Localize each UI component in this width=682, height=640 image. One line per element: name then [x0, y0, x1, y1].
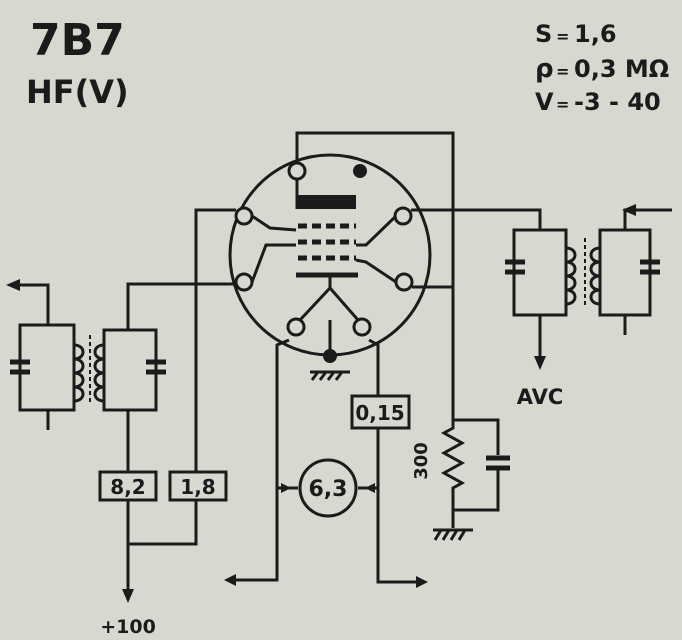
right-if-transformer — [505, 204, 672, 370]
pin-5 — [394, 272, 414, 292]
decoupling-wire-top — [453, 418, 500, 455]
screen-wire — [194, 208, 236, 475]
box-1-8-label: 1,8 — [180, 475, 215, 499]
avc-arrow — [534, 356, 546, 370]
tube-electrodes — [250, 179, 398, 322]
param-rho-symbol: ρ — [535, 54, 554, 84]
param-v-sep: = — [556, 95, 569, 114]
heater-voltage-circle — [298, 458, 358, 518]
box-8-2-label: 8,2 — [110, 475, 145, 499]
heater-left-wire — [233, 338, 290, 582]
pin-6 — [286, 317, 306, 337]
component-box-0-15: 0,15 — [350, 394, 411, 430]
component-box-1-8: 1,8 — [168, 470, 228, 502]
left-if-transformer — [6, 279, 166, 472]
parameter-list: S = 1,6 ρ = 0,3 MΩ V = -3 - 40 — [535, 20, 669, 116]
plate-to-coil-wire — [411, 208, 542, 230]
heater-right-wire — [368, 338, 418, 584]
param-s-sep: = — [556, 27, 569, 46]
anode-wire — [295, 131, 455, 420]
pin-4 — [234, 272, 254, 292]
pin-1 — [287, 161, 307, 181]
decoupling-wire-bottom — [453, 470, 500, 512]
wiring — [126, 131, 542, 590]
pin-2 — [234, 206, 254, 226]
pin-7 — [352, 317, 372, 337]
box-0-15-label: 0,15 — [355, 401, 404, 425]
pin5-lead — [355, 258, 397, 284]
cathode-resistor — [440, 420, 466, 500]
heater-filament — [298, 285, 360, 322]
pin3-lead — [356, 214, 398, 247]
left-primary-coil — [73, 343, 85, 403]
tube-type: 7B7 — [30, 15, 125, 66]
param-v-symbol: V — [535, 88, 554, 116]
param-v-value: -3 - 40 — [574, 88, 661, 116]
right-primary-coil — [565, 246, 577, 306]
ground-symbol-tube — [310, 349, 350, 381]
pin-key — [353, 164, 367, 178]
anode-plate — [298, 195, 356, 209]
component-box-8-2: 8,2 — [98, 470, 158, 502]
param-s-value: 1,6 — [574, 20, 617, 48]
right-input-arrow — [622, 204, 636, 216]
left-output-arrow — [6, 279, 20, 291]
pin4-lead — [250, 243, 296, 283]
heater-link-arrow-left — [281, 483, 291, 493]
heater-link-arrow-right — [365, 483, 375, 493]
pin-3 — [393, 206, 413, 226]
param-rho-value: 0,3 MΩ — [574, 55, 669, 83]
param-s-symbol: S — [535, 20, 552, 48]
avc-label: AVC — [517, 385, 564, 409]
heater-arrow-right — [416, 576, 428, 588]
supply-junction — [126, 494, 198, 546]
resistor-value: 300 — [411, 442, 432, 480]
heater-voltage-label: 6,3 — [309, 477, 348, 502]
tube-pins — [234, 161, 414, 337]
supply-label: +100 — [100, 616, 156, 638]
ground-symbol-resistor — [433, 528, 473, 541]
tube-function: HF(V) — [26, 73, 129, 111]
grid-wire — [126, 282, 236, 330]
param-rho-sep: = — [556, 62, 569, 81]
supply-arrow — [122, 589, 134, 603]
left-output-wire — [20, 283, 50, 325]
heater-arrow-left — [224, 574, 236, 586]
pin2-lead — [251, 214, 297, 232]
